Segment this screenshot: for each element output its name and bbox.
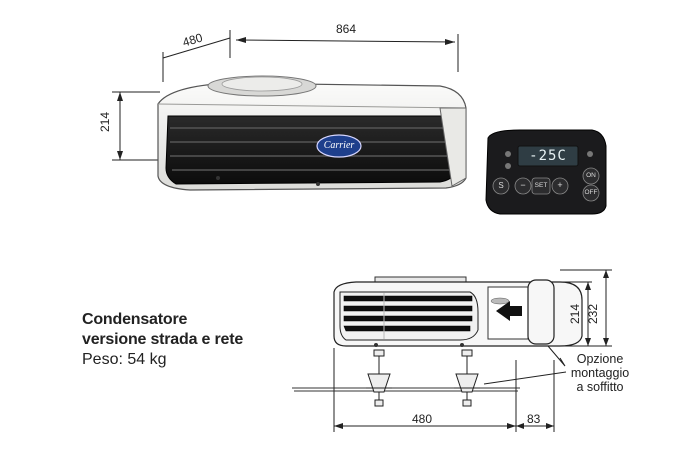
dimension-offset: 83 [527,412,541,426]
set-button[interactable] [531,177,551,195]
minus-button-label: − [520,180,526,190]
mount-note-line-1: Opzione [576,352,624,366]
carrier-logo [316,134,362,158]
on-button[interactable] [582,167,600,185]
mount-note-line-3: a soffitto [576,380,624,394]
mount-note: Opzione montaggio a soffitto [568,352,632,394]
mount-note-line-2: montaggio [570,366,630,380]
caption-title: Condensatore [82,311,188,328]
condenser-unit [157,75,467,191]
off-button-label: OFF [584,189,598,196]
caption-subtitle: versione strada e rete [82,331,244,348]
controller-display: -25C [529,148,567,164]
off-button[interactable] [582,184,600,202]
controller-panel [485,129,607,215]
s-button-label: S [498,181,504,190]
carrier-logo-text: Carrier [323,140,355,151]
plus-button[interactable] [551,177,569,195]
side-view-drawing [292,269,612,432]
dimension-height: 214 [98,111,112,132]
minus-button[interactable] [514,177,532,195]
set-button-label: SET [534,182,548,189]
caption-weight: Peso: 54 kg [82,351,167,368]
plus-button-label: + [557,180,563,190]
dimension-length: 480 [412,412,433,426]
s-button[interactable] [492,177,510,195]
dimension-height-inner: 214 [568,303,582,324]
dimension-width: 864 [336,22,357,36]
caption-block: Condensatore versione strada e rete Peso… [82,310,243,370]
dimension-height-outer: 232 [586,303,600,324]
on-button-label: ON [586,172,596,179]
